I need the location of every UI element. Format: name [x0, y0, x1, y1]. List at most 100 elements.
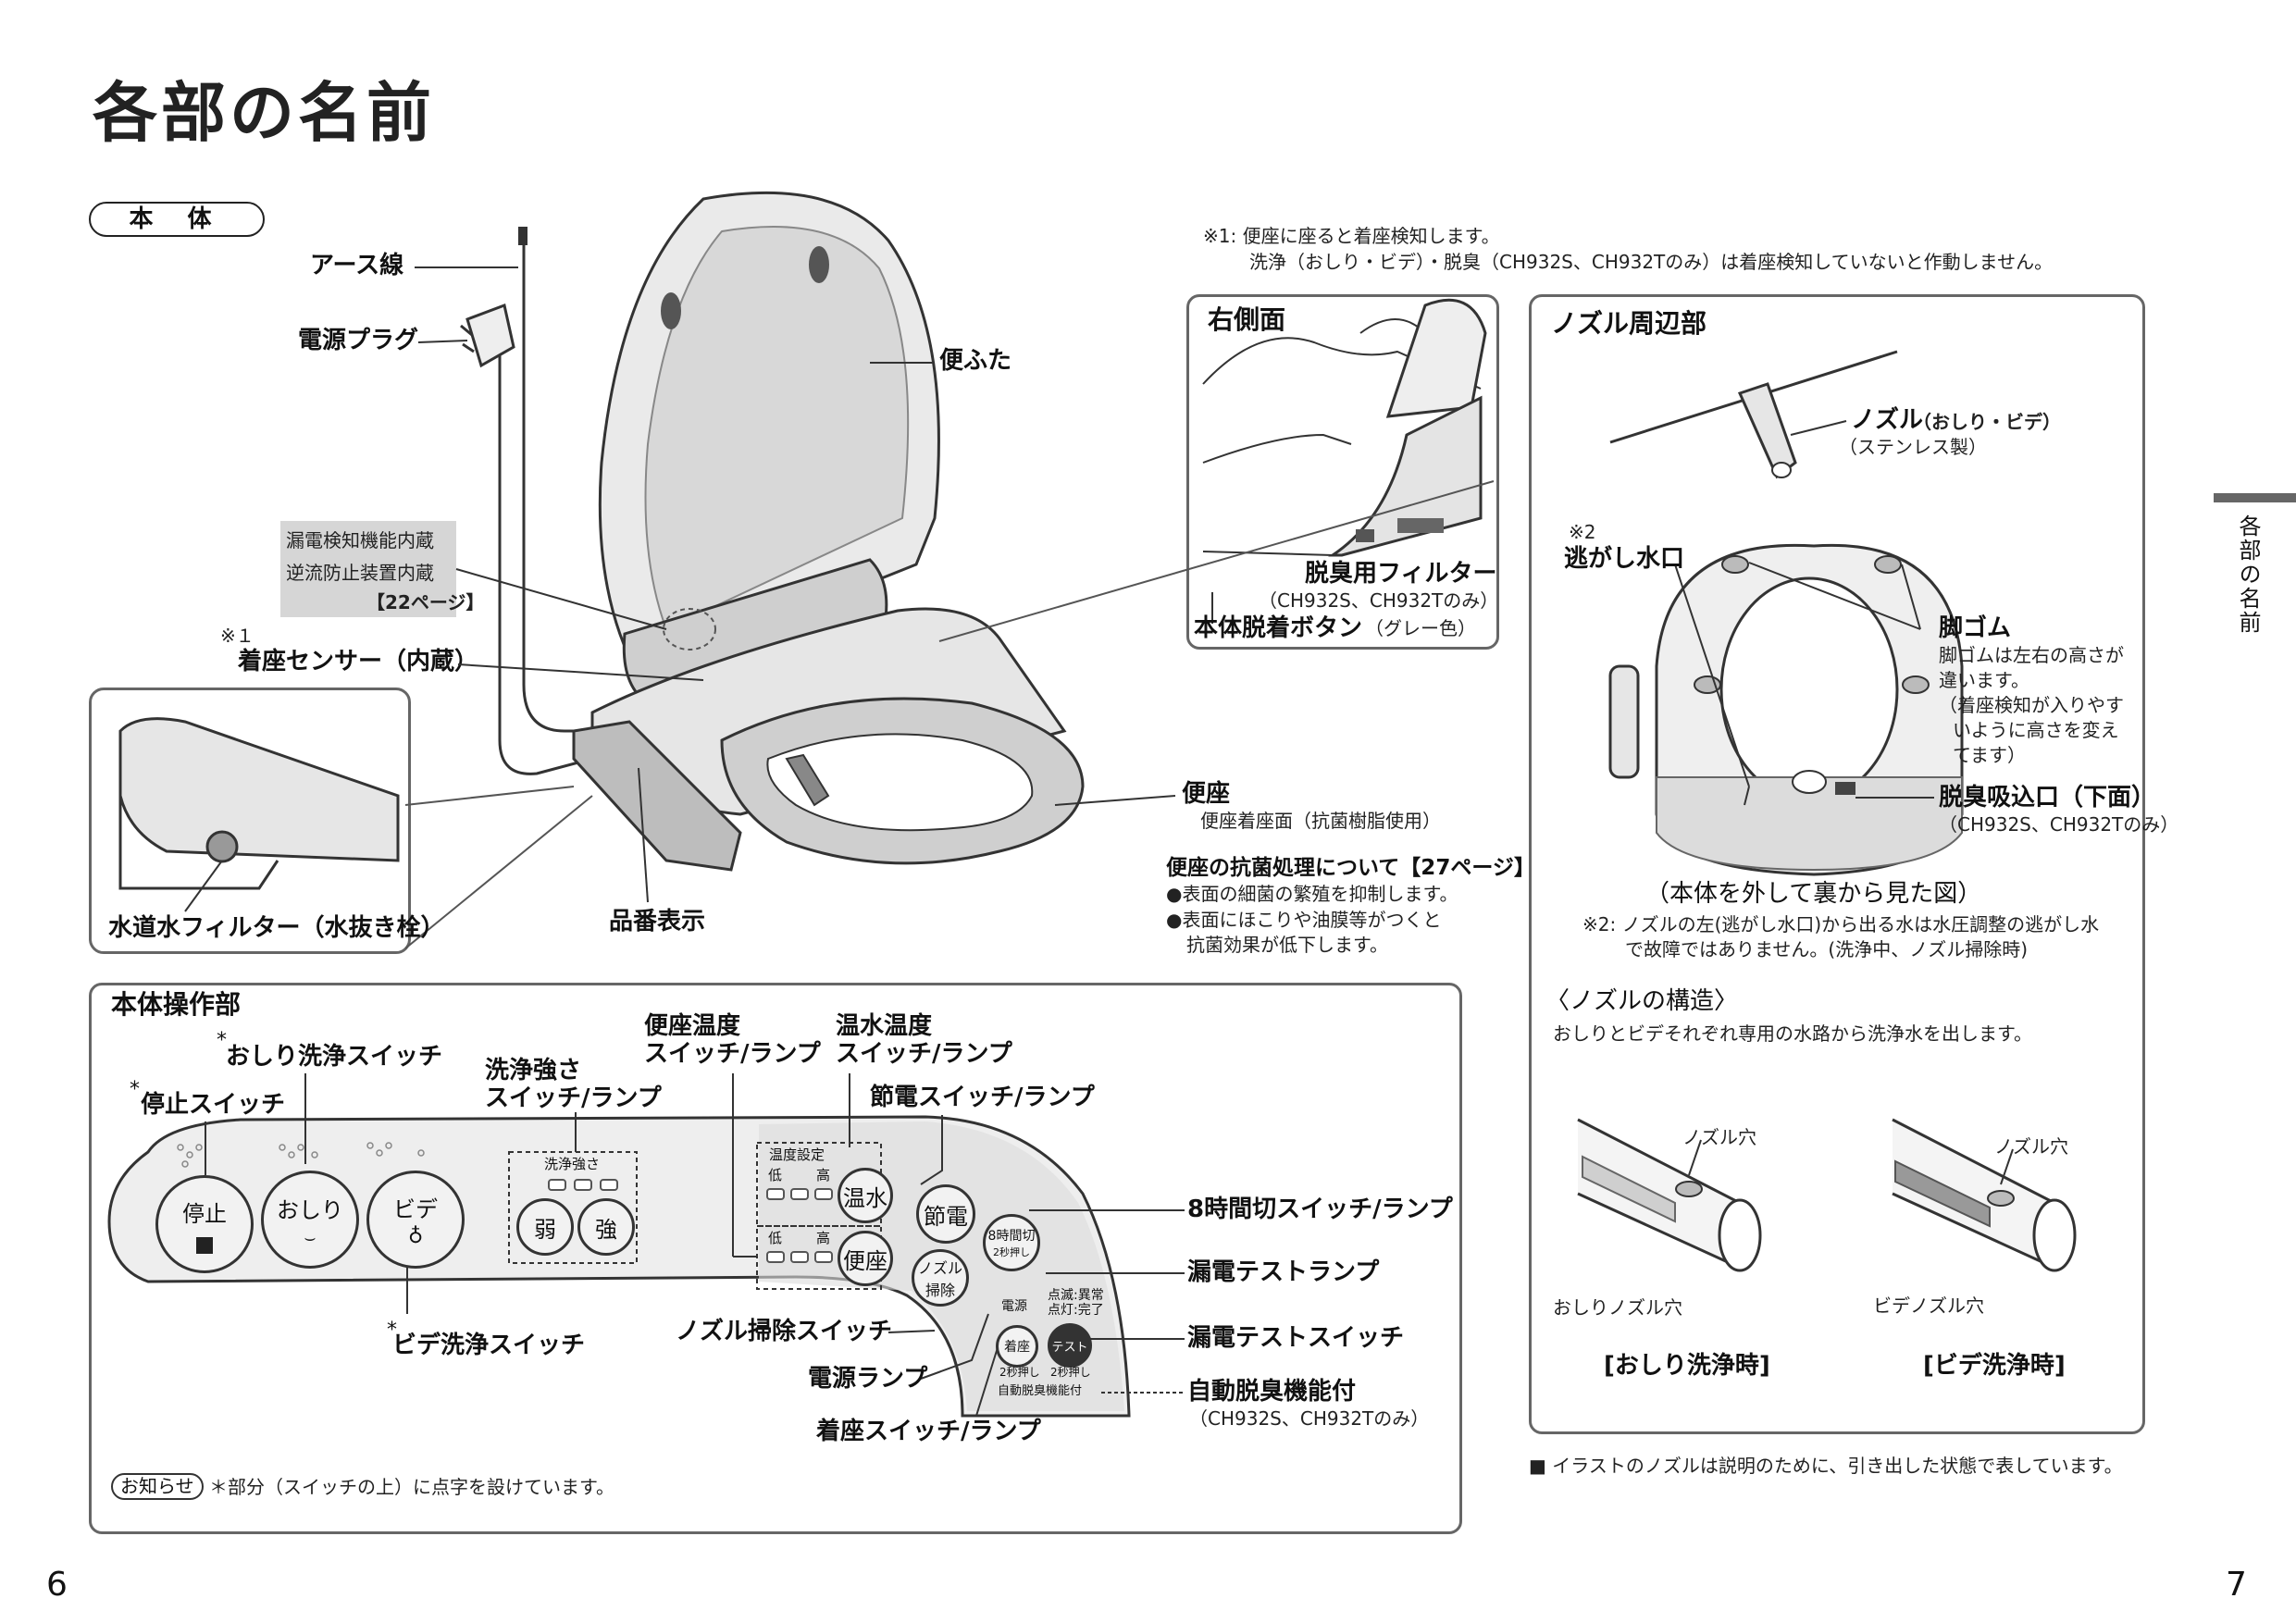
water-led-3: [814, 1188, 833, 1200]
temp-setting-label: 温度設定: [769, 1146, 825, 1163]
antibac-line-2: ●表面にほこりや油膜等がつくと: [1166, 909, 1442, 931]
inset-water-filter-illustration: [118, 717, 593, 949]
label-timer-switch: 8時間切スイッチ/ランプ: [1187, 1196, 1453, 1223]
stop-button-label: 停止: [182, 1200, 227, 1227]
seat-low-label: 低: [768, 1230, 783, 1246]
label-hole-b: ノズル穴: [1994, 1135, 2068, 1158]
lit-done-text: 点灯:完了: [1048, 1303, 1104, 1318]
label-release-button: 本体脱着ボタン: [1194, 614, 1363, 642]
notice-tag: お知らせ: [111, 1473, 204, 1500]
bidet-figure-icon: ♁: [407, 1225, 424, 1248]
seat-led-3: [814, 1251, 833, 1263]
label-nozzle: ノズル: [1851, 406, 1924, 434]
water-temp-button-label: 温水: [843, 1184, 887, 1211]
strong-button[interactable]: 強: [577, 1198, 635, 1256]
leader-lid: [870, 362, 935, 364]
note-mark-1: ※１: [220, 625, 254, 647]
timer-button-label-2: 2秒押し: [993, 1246, 1030, 1258]
label-water-temp-2: スイッチ/ランプ: [836, 1040, 1012, 1068]
label-seat: 便座: [1182, 780, 1231, 808]
pressure-panel-label: 洗浄強さ: [544, 1156, 601, 1172]
water-low-label: 低: [768, 1167, 783, 1183]
nozzle-clean-button[interactable]: ノズル 掃除: [912, 1249, 969, 1307]
label-hole-a: ノズル穴: [1682, 1126, 1756, 1148]
rubber-line-3: （着座検知が入りやす: [1939, 694, 2124, 716]
seat-switch-button[interactable]: 着座: [996, 1325, 1038, 1368]
water-led-1: [766, 1188, 785, 1200]
nozzle-structure-desc: おしりとビデそれぞれ専用の水路から洗浄水を出します。: [1553, 1022, 2032, 1045]
label-deodor-intake: 脱臭吸込口（下面）: [1939, 784, 2156, 812]
page-number-left: 6: [46, 1566, 68, 1604]
hold2-test-text: 2秒押し: [1050, 1366, 1091, 1379]
eco-button-label: 節電: [924, 1203, 968, 1230]
label-release-color: （グレー色）: [1365, 617, 1476, 639]
strong-button-label: 強: [595, 1216, 617, 1243]
caption-oshiri: [おしり洗浄時]: [1604, 1352, 1770, 1380]
label-nozzle-material: （ステンレス製）: [1839, 436, 1987, 458]
power-lamp-small: 電源: [1001, 1299, 1027, 1314]
seat-led-1: [766, 1251, 785, 1263]
pressure-led-3: [600, 1179, 618, 1191]
label-power-plug: 電源プラグ: [298, 327, 419, 354]
leader-plug: [417, 340, 468, 343]
leader-seat-sensor: [457, 663, 704, 681]
nozzle-clean-label-2: 掃除: [925, 1282, 955, 1299]
label-relief-port: 逃がし水口: [1564, 545, 1685, 573]
right-side-title: 右側面: [1208, 304, 1286, 335]
oshiri-button[interactable]: おしり ⌣: [261, 1171, 359, 1269]
eco-button[interactable]: 節電: [916, 1184, 975, 1244]
note-mark-2: ※2: [1569, 521, 1596, 543]
note-1-line-2: 洗浄（おしり・ビデ）・脱臭（CH932S、CH932Tのみ）は着座検知していない…: [1249, 251, 2054, 273]
nozzle-clean-label-1: ノズル: [917, 1259, 962, 1277]
label-leak-switch: 漏電テストスイッチ: [1187, 1324, 1405, 1352]
pressure-led-1: [548, 1179, 566, 1191]
label-bidet-hole: ビデノズル穴: [1873, 1295, 1984, 1317]
seat-temp-button-label: 便座: [843, 1247, 887, 1274]
label-power-lamp: 電源ランプ: [808, 1365, 928, 1393]
page-number-right: 7: [2226, 1566, 2247, 1604]
illustration-note: ■ イラストのノズルは説明のために、引き出した状態で表しています。: [1529, 1455, 2123, 1477]
note-1-line-1: ※1: 便座に座ると着座検知します。: [1203, 225, 1500, 247]
leader-leak: [455, 568, 667, 630]
bidet-button-label: ビデ: [393, 1196, 438, 1222]
stop-button[interactable]: 停止: [155, 1175, 254, 1273]
label-stop-switch: 停止スイッチ: [141, 1091, 286, 1119]
timer-button-label-1: 8時間切: [987, 1229, 1036, 1244]
label-bidet-switch: ビデ洗浄スイッチ: [392, 1332, 586, 1359]
label-pressure-2: スイッチ/ランプ: [485, 1084, 662, 1112]
label-lid: 便ふた: [939, 347, 1012, 375]
timer-button[interactable]: 8時間切 2秒押し: [983, 1214, 1040, 1271]
leader-seat: [1054, 795, 1176, 806]
label-water-filter: 水道水フィルター（水抜き栓）: [108, 914, 445, 942]
label-deodor-intake-models: （CH932S、CH932Tのみ）: [1939, 813, 2179, 836]
rubber-line-1: 脚ゴムは左右の高さが: [1939, 644, 2124, 666]
leak-box-line-2: 逆流防止装置内蔵: [286, 562, 434, 584]
weak-button[interactable]: 弱: [516, 1198, 574, 1256]
bidet-button[interactable]: ビデ ♁: [366, 1171, 465, 1269]
water-temp-button[interactable]: 温水: [838, 1168, 893, 1223]
label-nozzle-sub: （おしり・ビデ）: [1913, 411, 2061, 433]
asterisk-stop: *: [130, 1078, 140, 1101]
antibac-line-1: ●表面の細菌の繁殖を抑制します。: [1166, 883, 1458, 905]
page-title: 各部の名前: [93, 75, 435, 151]
pressure-led-2: [574, 1179, 592, 1191]
label-auto-deodor-models: （CH932S、CH932Tのみ）: [1189, 1407, 1430, 1430]
seat-switch-label: 着座: [1004, 1340, 1030, 1355]
seat-led-2: [790, 1251, 809, 1263]
asterisk-bidet: *: [387, 1319, 397, 1342]
leader-model: [638, 767, 649, 903]
rubber-line-2: 違います。: [1939, 669, 2029, 691]
stop-square-icon: [196, 1236, 213, 1254]
leak-test-button[interactable]: テスト: [1048, 1323, 1092, 1368]
nozzle-overview-illustration: [1577, 350, 2077, 1272]
label-seat-switch: 着座スイッチ/ランプ: [816, 1418, 1041, 1445]
seat-temp-button[interactable]: 便座: [838, 1231, 893, 1286]
caption-bidet: [ビデ洗浄時]: [1923, 1352, 2066, 1380]
notice-text: ＊部分（スイッチの上）に点字を設けています。: [209, 1476, 614, 1498]
leak-box-line-3: 【22ページ】: [366, 591, 485, 613]
control-panel-surface: [107, 1073, 1185, 1418]
section-pill-main: 本 体: [89, 202, 265, 237]
label-seat-temp-2: スイッチ/ランプ: [644, 1040, 821, 1068]
leak-info-box: [280, 521, 456, 617]
